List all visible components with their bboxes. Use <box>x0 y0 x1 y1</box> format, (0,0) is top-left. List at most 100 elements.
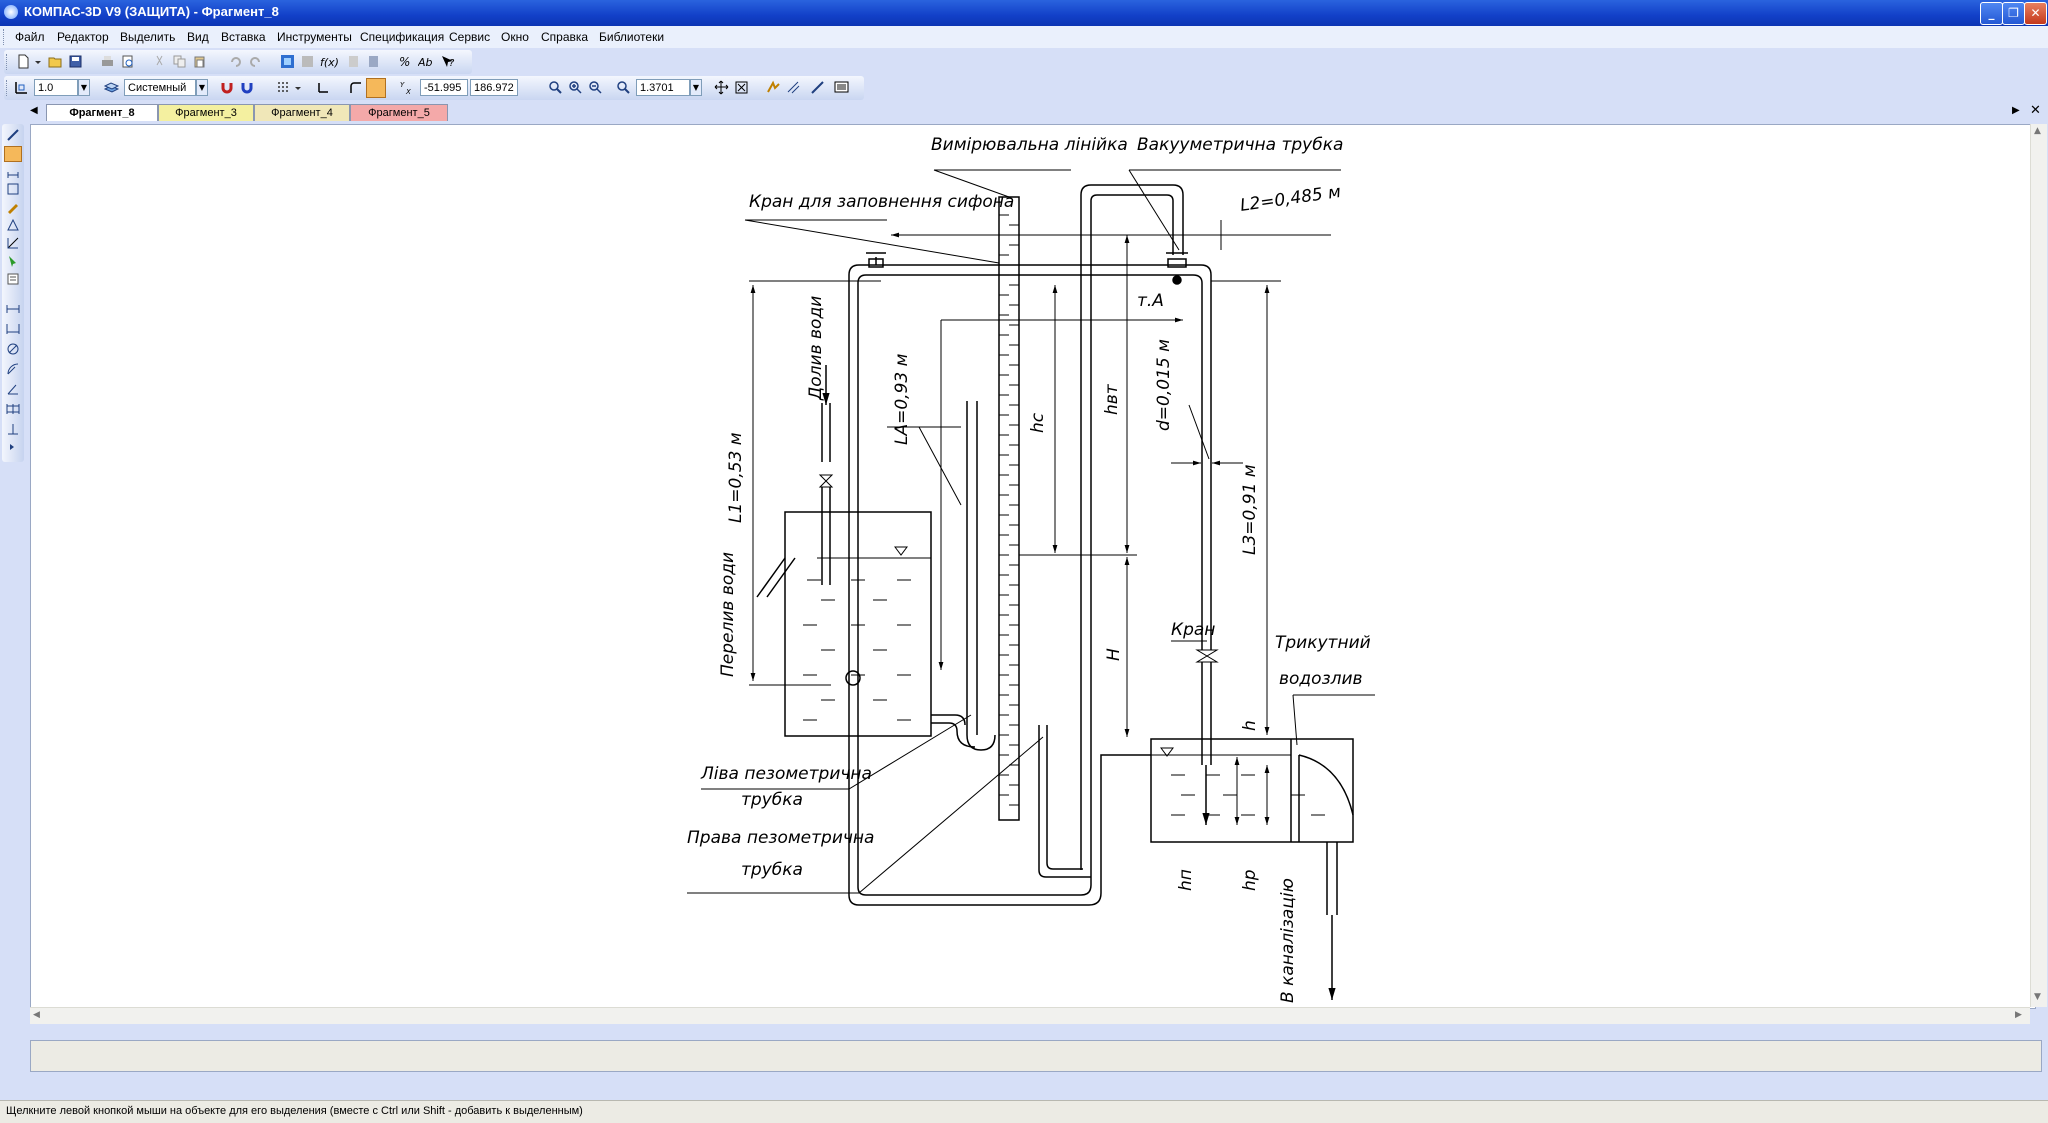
variables-icon[interactable]: f(x) <box>320 54 340 69</box>
properties-icon[interactable] <box>366 54 381 69</box>
minimize-button[interactable]: _ <box>1980 2 2003 25</box>
angle-dim-icon[interactable] <box>6 382 20 396</box>
style-dropdown[interactable]: ▼ <box>196 79 208 96</box>
snap-local-icon[interactable] <box>240 80 255 95</box>
paste-icon[interactable] <box>192 54 207 69</box>
menu-help[interactable]: Справка <box>541 30 589 44</box>
local-cs-icon[interactable] <box>14 80 29 95</box>
restore-button[interactable]: ❐ <box>2002 2 2025 25</box>
drawing-canvas[interactable]: Вимірювальна лінійка Вакууметрична трубк… <box>30 124 2036 1009</box>
dimensions-icon[interactable] <box>6 164 20 178</box>
layer-icon[interactable] <box>104 80 119 95</box>
spelling-icon[interactable]: Ab <box>418 54 436 69</box>
copy-icon[interactable] <box>172 54 187 69</box>
manager-icon[interactable] <box>280 54 295 69</box>
spec-icon[interactable] <box>6 272 20 286</box>
menu-grip <box>3 29 7 45</box>
menu-window[interactable]: Окно <box>501 30 529 44</box>
leader-siphon-valve <box>744 219 1000 264</box>
new-document-icon[interactable] <box>16 54 31 69</box>
coord-y-field[interactable]: 186.972 <box>470 79 518 96</box>
close-button[interactable]: ✕ <box>2024 2 2047 25</box>
tab-fragment-8[interactable]: Фрагмент_8 <box>46 104 158 121</box>
ortho-icon[interactable] <box>316 80 331 95</box>
show-all-icon[interactable] <box>734 80 749 95</box>
zoom-scale-icon[interactable] <box>616 80 631 95</box>
label-weir-1: Трикутний <box>1275 633 1371 653</box>
menu-specification[interactable]: Спецификация <box>360 30 445 44</box>
zoom-out-icon[interactable] <box>588 80 603 95</box>
tree-icon[interactable] <box>300 54 315 69</box>
tab-scroll-right-icon[interactable]: ▶ <box>2012 105 2020 116</box>
menu-editor[interactable]: Редактор <box>57 30 109 44</box>
menu-service[interactable]: Сервис <box>449 30 491 44</box>
scroll-down-icon[interactable]: ▼ <box>2034 992 2041 1002</box>
edit-icon[interactable] <box>6 200 20 214</box>
radial-dim-icon[interactable] <box>6 362 20 376</box>
menu-libraries[interactable]: Библиотеки <box>599 30 665 44</box>
menu-tools[interactable]: Инструменты <box>277 30 352 44</box>
save-icon[interactable] <box>68 54 83 69</box>
cut-icon[interactable] <box>152 54 167 69</box>
ortho-mode-toggle[interactable] <box>366 78 386 98</box>
coord-x-field[interactable]: -51.995 <box>420 79 468 96</box>
scroll-up-icon[interactable]: ▲ <box>2034 126 2041 136</box>
select-tool-active[interactable] <box>4 146 22 162</box>
redo-icon[interactable] <box>248 54 263 69</box>
parametrize-icon[interactable] <box>6 218 20 232</box>
label-right-piezo-1: Права пезометрична <box>687 828 874 848</box>
menu-insert[interactable]: Вставка <box>221 30 266 44</box>
new-dropdown-icon[interactable] <box>34 54 42 69</box>
percent-icon[interactable]: % <box>398 54 413 69</box>
chain-dim-icon[interactable] <box>6 402 20 416</box>
help-pointer-icon[interactable]: ? <box>440 54 458 69</box>
zoom-dropdown[interactable]: ▼ <box>690 79 702 96</box>
tab-fragment-4[interactable]: Фрагмент_4 <box>254 104 350 121</box>
height-dim-icon[interactable] <box>6 422 20 436</box>
open-folder-icon[interactable] <box>48 54 63 69</box>
display-icon[interactable] <box>834 80 849 95</box>
rebuild-icon[interactable] <box>766 80 781 95</box>
measure-icon[interactable] <box>810 80 825 95</box>
grid-icon[interactable] <box>276 80 291 95</box>
diameter-dim-icon[interactable] <box>6 342 20 356</box>
more-tools-icon[interactable] <box>6 442 20 452</box>
tab-fragment-5[interactable]: Фрагмент_5 <box>350 104 448 121</box>
undo-icon[interactable] <box>228 54 243 69</box>
scroll-left-icon[interactable]: ◀ <box>33 1010 40 1020</box>
menu-select[interactable]: Выделить <box>120 30 176 44</box>
scroll-right-icon[interactable]: ▶ <box>2015 1010 2022 1020</box>
zoom-in-icon[interactable] <box>568 80 583 95</box>
hatch-icon[interactable] <box>786 80 801 95</box>
tab-scroll-left-icon[interactable]: ◀ <box>30 105 38 116</box>
coordinates-icon[interactable]: YX <box>400 80 418 95</box>
snap-magnet-icon[interactable] <box>220 80 235 95</box>
linear-dim-icon[interactable] <box>6 302 20 316</box>
horizontal-dim-icon[interactable] <box>6 322 20 336</box>
library-icon[interactable] <box>346 54 361 69</box>
zoom-field[interactable]: 1.3701 <box>636 79 690 96</box>
tab-fragment-3[interactable]: Фрагмент_3 <box>158 104 254 121</box>
style-field[interactable]: Системный <box>124 79 196 96</box>
print-icon[interactable] <box>100 54 115 69</box>
grid-dropdown-icon[interactable] <box>294 80 302 95</box>
label-point-a: т.А <box>1137 291 1164 311</box>
vertical-scrollbar[interactable]: ▲ ▼ <box>2030 124 2047 1007</box>
symbols-icon[interactable] <box>6 182 20 196</box>
geometry-icon[interactable] <box>6 128 20 142</box>
app-icon[interactable] <box>4 5 18 19</box>
window-title: КОМПАС-3D V9 (ЗАЩИТА) - Фрагмент_8 <box>24 4 279 19</box>
select-tool-icon[interactable] <box>6 254 20 268</box>
label-hc: hc <box>1028 412 1048 433</box>
print-preview-icon[interactable] <box>120 54 135 69</box>
menu-file[interactable]: Файл <box>15 30 45 44</box>
pan-icon[interactable] <box>714 80 729 95</box>
line-width-dropdown[interactable]: ▼ <box>78 79 90 96</box>
close-document-icon[interactable]: ✕ <box>2030 103 2041 118</box>
measure-tool-icon[interactable] <box>6 236 20 250</box>
line-width-field[interactable]: 1.0 <box>34 79 78 96</box>
menu-view[interactable]: Вид <box>187 30 209 44</box>
horizontal-scrollbar[interactable]: ◀ ▶ <box>30 1007 2030 1024</box>
round-icon[interactable] <box>348 80 363 95</box>
zoom-window-icon[interactable] <box>548 80 563 95</box>
